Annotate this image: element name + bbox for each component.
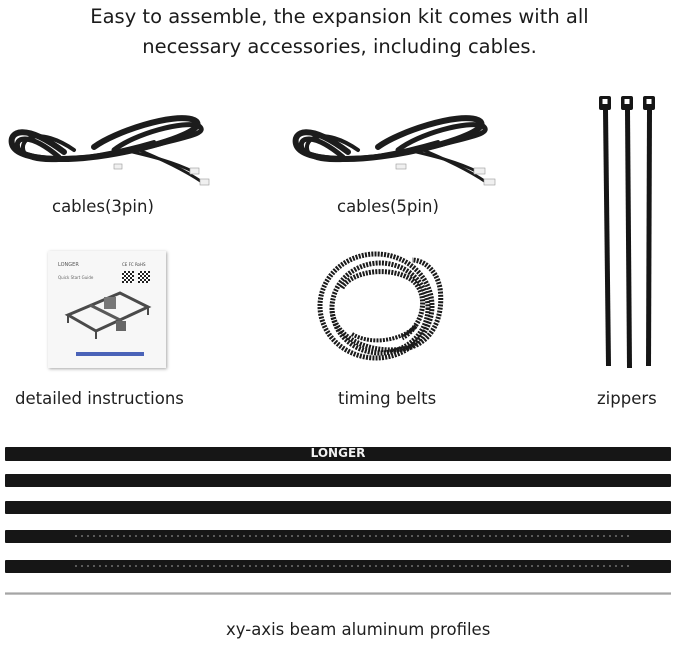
aluminum-profile-slotted	[5, 530, 671, 543]
booklet-url-bar	[76, 352, 144, 356]
caption-cables-5pin: cables(5pin)	[337, 197, 439, 216]
booklet-brand: LONGER	[58, 262, 79, 268]
cable-3pin-image	[8, 115, 210, 186]
booklet-marks: CE FC RoHS	[122, 262, 146, 267]
profile-slot	[75, 535, 631, 537]
aluminum-rail	[5, 592, 671, 595]
aluminum-profile	[5, 474, 671, 487]
profile-logo-text: LONGER	[310, 446, 366, 460]
aluminum-profile-slotted	[5, 560, 671, 573]
caption-cables-3pin: cables(3pin)	[52, 197, 154, 216]
profile-slot	[75, 565, 631, 567]
qr-code-icon	[122, 271, 134, 283]
qr-code-icon	[138, 271, 150, 283]
zip-ties-image	[599, 96, 655, 368]
headline: Easy to assemble, the expansion kit come…	[0, 2, 679, 62]
aluminum-profile	[5, 501, 671, 514]
caption-zippers: zippers	[597, 389, 657, 408]
booklet-title: Quick Start Guide	[58, 275, 94, 280]
instruction-booklet-image: LONGER CE FC RoHS Quick Start Guide	[48, 251, 166, 368]
cable-5pin-image	[292, 115, 496, 186]
laser-engraver-illustration	[64, 291, 152, 339]
headline-line-2: necessary accessories, including cables.	[142, 35, 537, 58]
headline-line-1: Easy to assemble, the expansion kit come…	[90, 5, 589, 28]
aluminum-profile-logo: LONGER	[5, 446, 671, 461]
caption-timing-belts: timing belts	[338, 389, 437, 408]
caption-profiles: xy-axis beam aluminum profiles	[226, 620, 491, 639]
caption-instructions: detailed instructions	[15, 389, 184, 408]
timing-belts-image	[317, 251, 444, 361]
